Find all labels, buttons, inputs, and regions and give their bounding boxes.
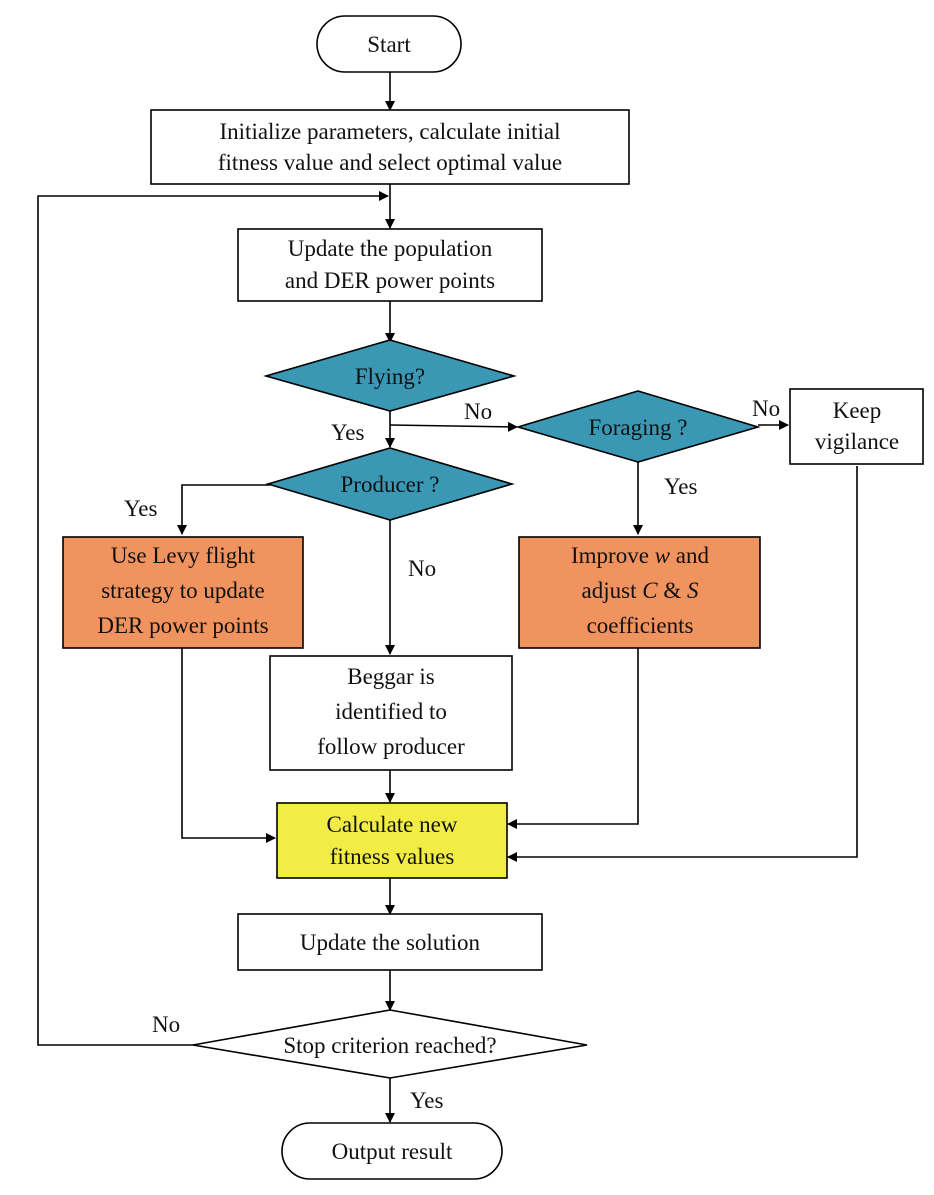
branch-labels: No Yes No Yes Yes No No Yes xyxy=(124,396,780,1113)
flying-decision: Flying? xyxy=(263,339,517,412)
producer-label: Producer ? xyxy=(341,472,440,497)
beggar-box: Beggar is identified to follow producer xyxy=(269,655,513,771)
foraging-no-label: No xyxy=(752,396,780,421)
beggar-line-3: follow producer xyxy=(317,734,465,759)
keep-vigilance-line-1: Keep xyxy=(833,398,882,423)
arrow-producer-levy xyxy=(177,484,270,535)
beggar-line-2: identified to xyxy=(335,699,447,724)
flying-no-label: No xyxy=(464,399,492,424)
foraging-decision: Foraging ? xyxy=(515,390,761,463)
init-line-1: Initialize parameters, calculate initial xyxy=(220,119,561,144)
beggar-line-1: Beggar is xyxy=(347,664,435,689)
init-box: Initialize parameters, calculate initial… xyxy=(150,109,630,185)
stop-label: Stop criterion reached? xyxy=(283,1033,496,1058)
update-population-line-2: and DER power points xyxy=(285,268,495,293)
stop-no-label: No xyxy=(152,1012,180,1037)
stop-yes-label: Yes xyxy=(410,1088,444,1113)
arrow-stop-loop xyxy=(37,191,389,1046)
arrow-levy-calc xyxy=(181,648,276,843)
stop-decision: Stop criterion reached? xyxy=(192,1009,588,1079)
arrow-flying-foraging xyxy=(389,421,518,432)
improve-line-1: Improve w and xyxy=(571,543,709,568)
keep-vigilance-line-2: vigilance xyxy=(815,429,899,454)
foraging-label: Foraging ? xyxy=(588,415,687,440)
producer-no-label: No xyxy=(408,556,436,581)
update-population-line-1: Update the population xyxy=(288,236,493,261)
improve-line-3: coefficients xyxy=(587,613,694,638)
levy-line-1: Use Levy flight xyxy=(111,543,256,568)
improve-line-2: adjust C & S xyxy=(582,578,699,603)
calculate-fitness-line-2: fitness values xyxy=(330,844,455,869)
output-label: Output result xyxy=(332,1139,453,1164)
levy-flight-box: Use Levy flight strategy to update DER p… xyxy=(62,536,304,649)
calculate-fitness-box: Calculate new fitness values xyxy=(276,802,508,879)
flying-yes-label: Yes xyxy=(331,420,365,445)
producer-decision: Producer ? xyxy=(265,447,515,521)
levy-line-3: DER power points xyxy=(97,613,268,638)
arrow-improve-calc xyxy=(507,648,639,829)
start-label: Start xyxy=(367,32,411,57)
output-node: Output result xyxy=(281,1122,503,1180)
update-population-box: Update the population and DER power poin… xyxy=(237,228,543,302)
flying-label: Flying? xyxy=(355,364,425,389)
foraging-yes-label: Yes xyxy=(664,474,698,499)
update-solution-label: Update the solution xyxy=(300,930,481,955)
start-node: Start xyxy=(316,15,462,73)
arrow-keep-calc xyxy=(507,466,858,862)
update-solution-box: Update the solution xyxy=(237,913,543,971)
init-line-2: fitness value and select optimal value xyxy=(218,150,562,175)
connectors xyxy=(37,72,858,1123)
keep-vigilance-box: Keep vigilance xyxy=(789,388,924,465)
producer-yes-label: Yes xyxy=(124,496,158,521)
levy-line-2: strategy to update xyxy=(101,578,265,603)
calculate-fitness-line-1: Calculate new xyxy=(327,812,458,837)
improve-box: Improve w and adjust C & S coefficients xyxy=(518,536,761,649)
